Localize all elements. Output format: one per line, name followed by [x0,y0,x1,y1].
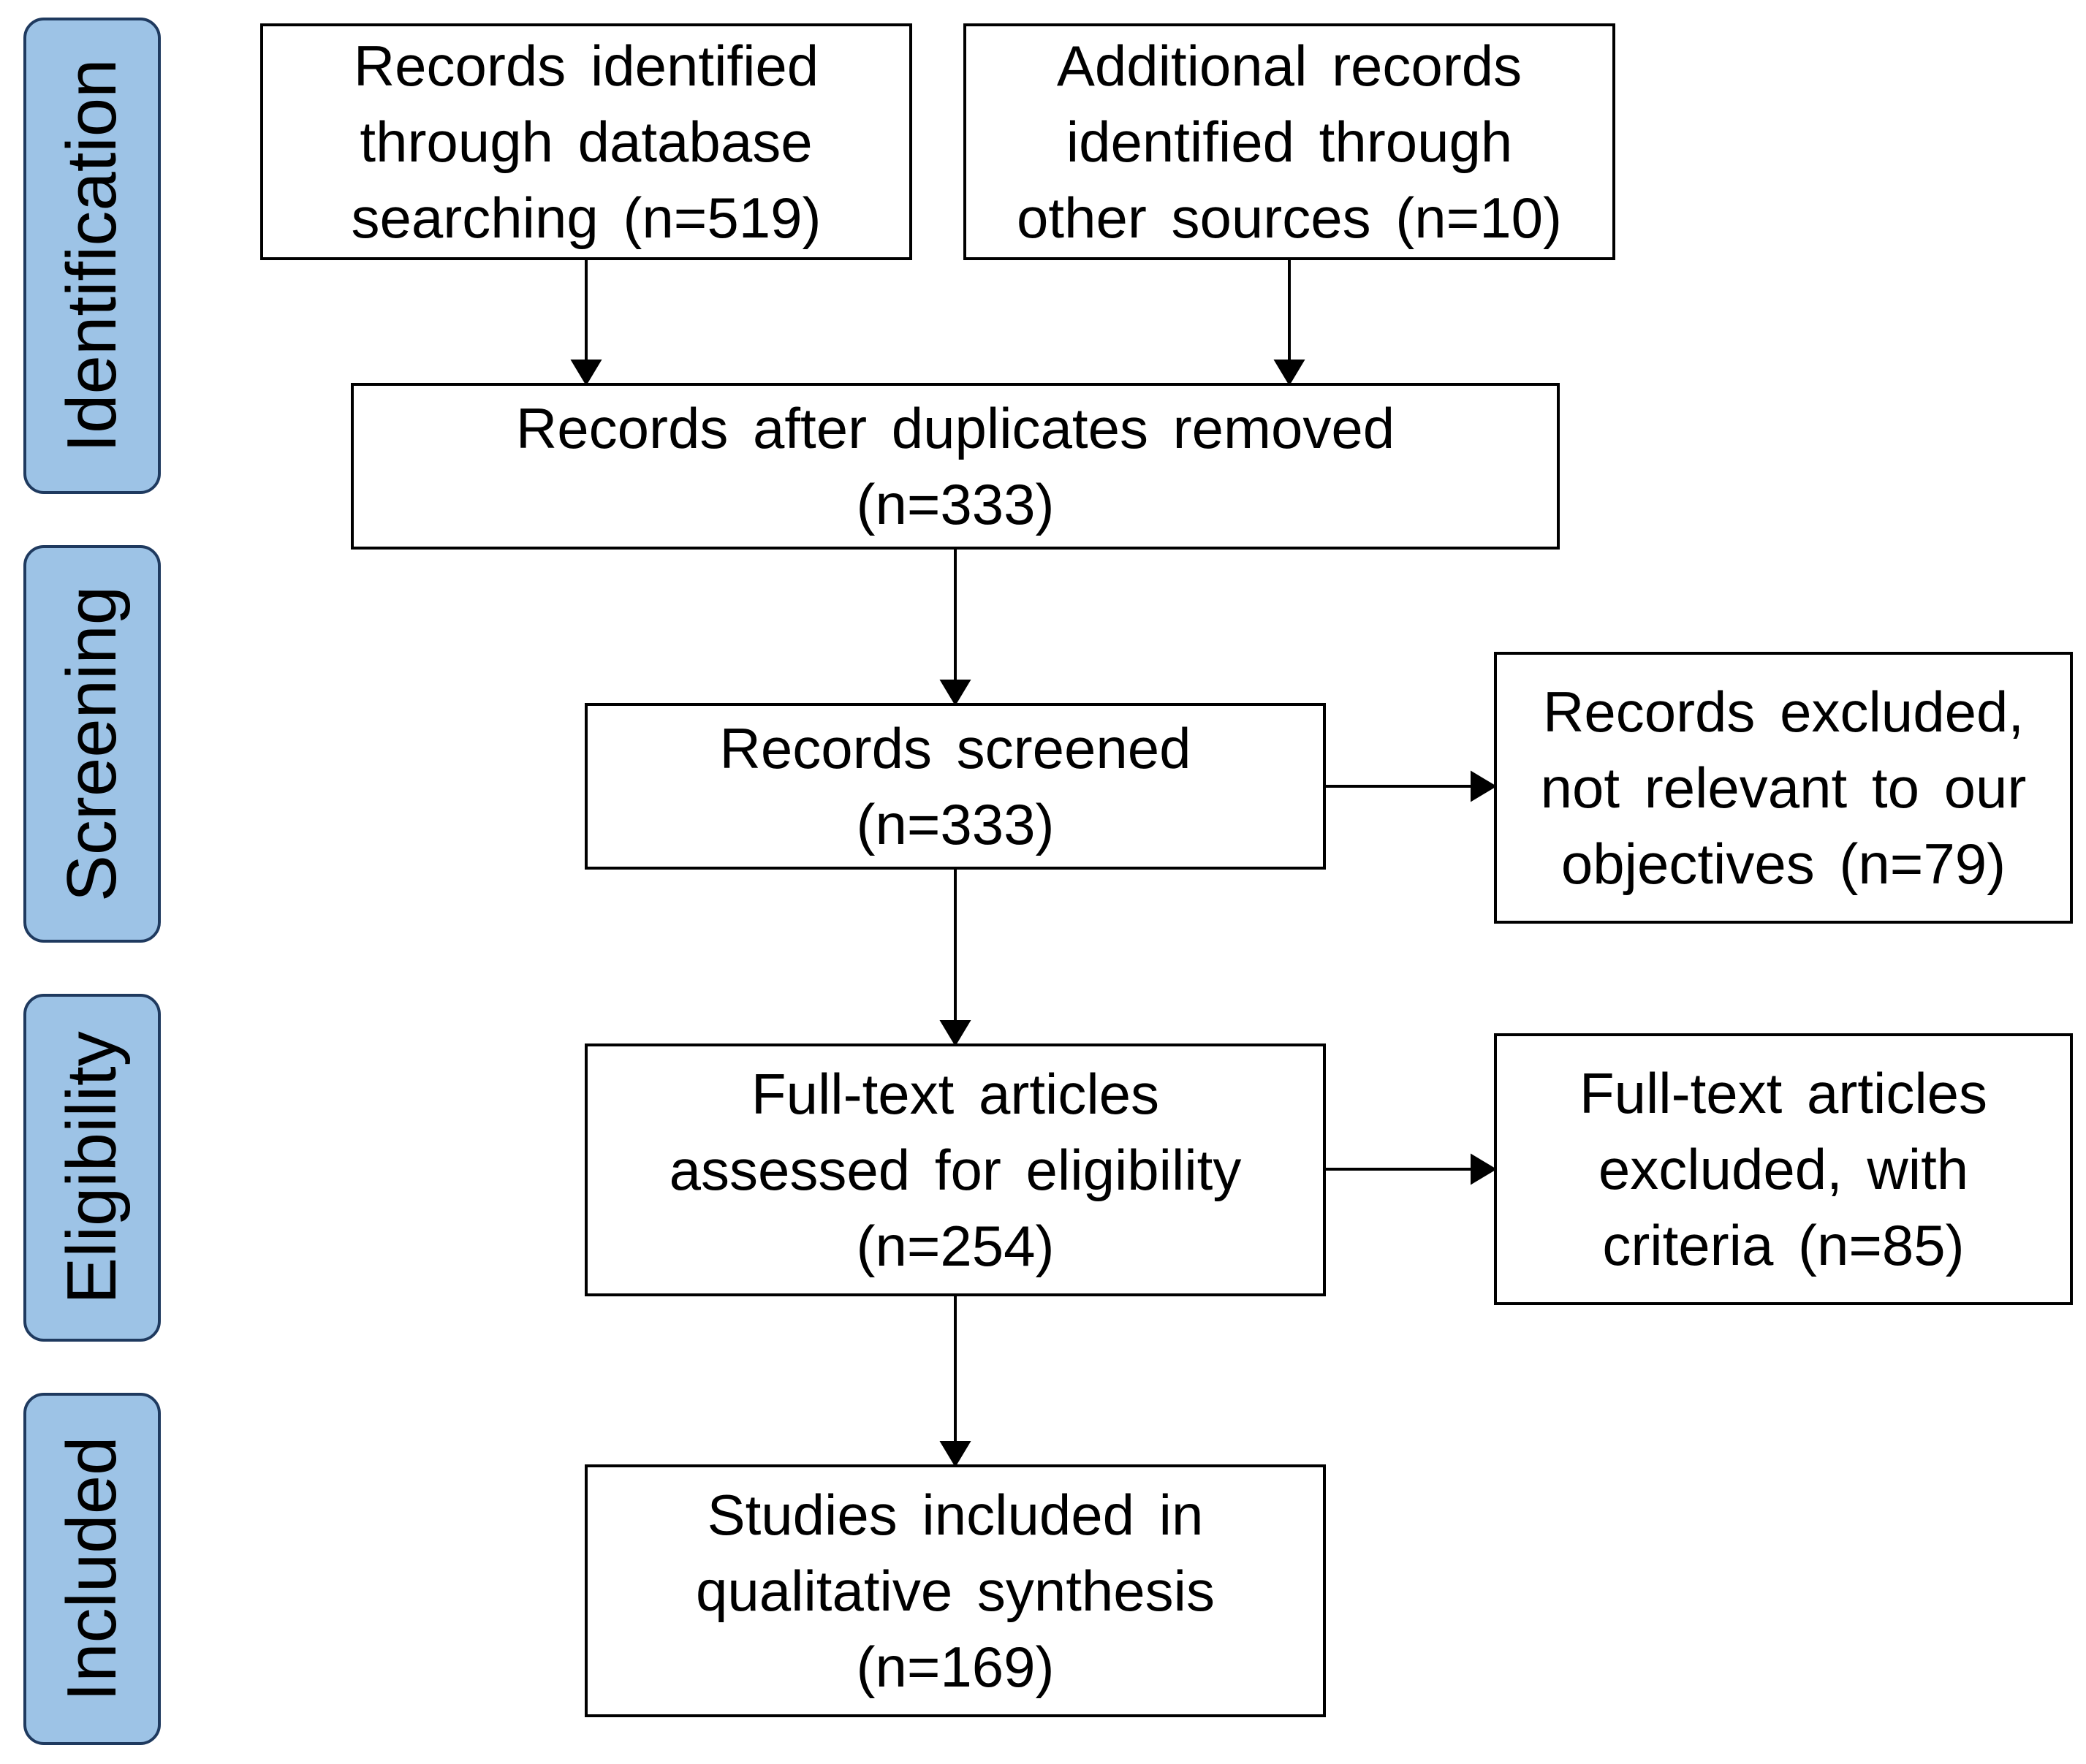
records-screened-line-2: (n=333) [856,792,1055,856]
full-text-excluded-line-2: excluded, with [1598,1137,1969,1201]
stage-eligibility: Eligibility [23,994,161,1342]
records-excluded-line-2: not relevant to our [1540,756,2027,820]
studies-included-line-2: qualitative synthesis [695,1559,1215,1623]
other-sources-line-1: Additional records [1056,34,1522,98]
other-sources-line-2: identified through [1066,110,1513,174]
other-sources-line-3: other sources (n=10) [1017,186,1562,250]
box-full-text-assessed: Full-text articles assessed for eligibil… [585,1043,1326,1296]
records-excluded-line-1: Records excluded, [1542,680,2024,744]
stage-screening: Screening [23,545,161,943]
full-text-line-2: assessed for eligibility [669,1138,1242,1202]
stage-identification: Identification [23,18,161,494]
box-other-sources: Additional records identified through ot… [963,23,1615,260]
arrowhead-screened-to-excluded [1471,770,1497,802]
arrowhead-database-to-dedup [570,360,602,386]
arrowhead-dedup-to-screened [939,680,971,706]
records-excluded-line-3: objectives (n=79) [1560,832,2006,896]
database-records-line-3: searching (n=519) [351,186,822,250]
box-full-text-excluded: Full-text articles excluded, with criter… [1494,1033,2073,1305]
studies-included-line-3: (n=169) [856,1635,1055,1699]
studies-included-line-1: Studies included in [707,1483,1204,1547]
box-records-screened: Records screened (n=333) [585,703,1326,870]
box-studies-included: Studies included in qualitative synthesi… [585,1464,1326,1717]
database-records-line-1: Records identified [353,34,819,98]
arrowhead-other-to-dedup [1273,360,1305,386]
full-text-excluded-line-1: Full-text articles [1579,1061,1988,1125]
after-duplicates-line-2: (n=333) [856,472,1055,536]
arrowhead-screened-to-fulltext [939,1020,971,1046]
box-after-duplicates: Records after duplicates removed (n=333) [351,383,1560,550]
full-text-line-1: Full-text articles [751,1062,1160,1126]
box-records-excluded: Records excluded, not relevant to our ob… [1494,652,2073,924]
arrowhead-fulltext-to-excluded [1471,1153,1497,1185]
after-duplicates-line-1: Records after duplicates removed [515,396,1395,460]
database-records-line-2: through database [360,110,813,174]
records-screened-line-1: Records screened [719,716,1191,780]
stage-included: Included [23,1393,161,1745]
full-text-excluded-line-3: criteria (n=85) [1602,1213,1965,1277]
full-text-line-3: (n=254) [856,1214,1055,1278]
arrowhead-fulltext-to-included [939,1441,971,1467]
box-database-records: Records identified through database sear… [260,23,912,260]
